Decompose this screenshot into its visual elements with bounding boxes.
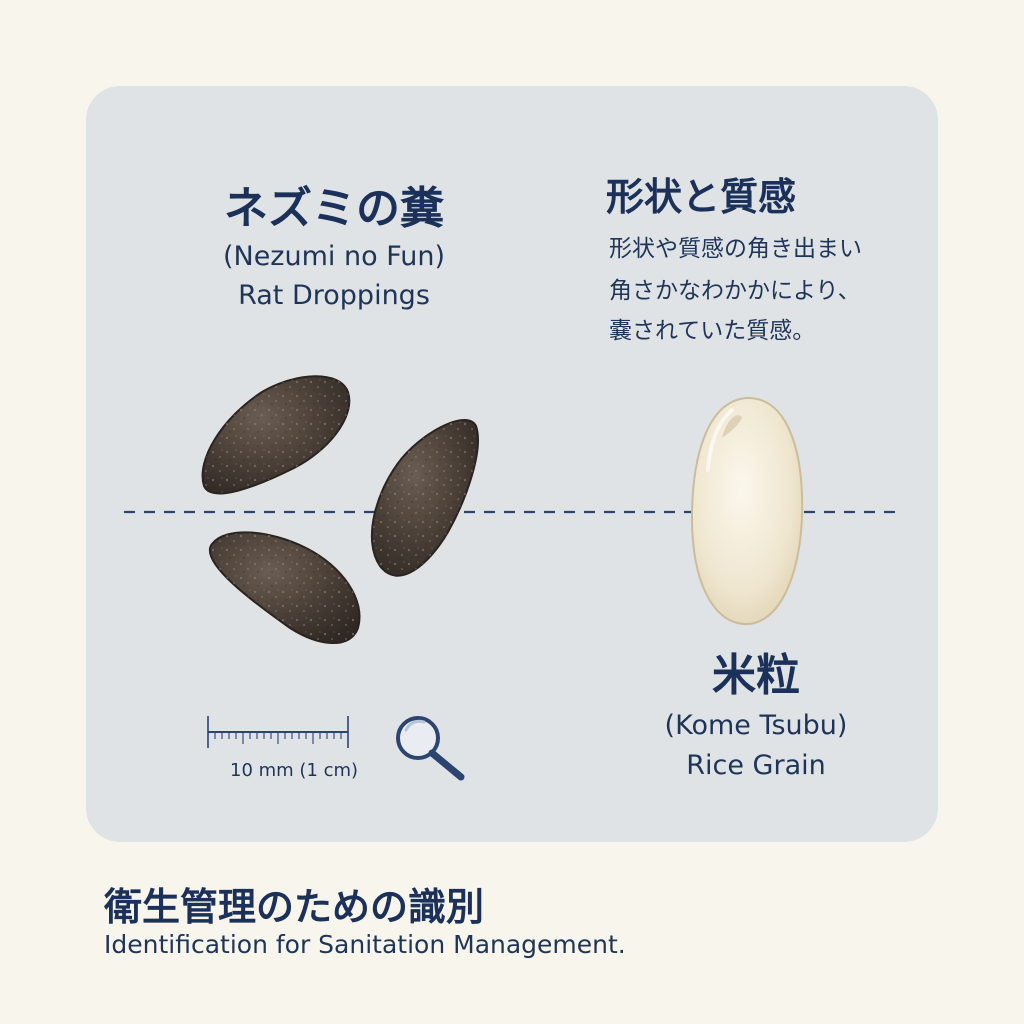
footer-title-english: Identification for Sanitation Management… — [104, 930, 626, 959]
shape-texture-description-line: 角さかなわかかにより、 — [609, 278, 861, 304]
rat-droppings-english: Rat Droppings — [238, 280, 430, 311]
rat-dropping-3 — [208, 531, 361, 644]
shape-texture-description-line: 形状や質感の角き出まい — [609, 236, 862, 262]
rat-droppings-title-jp: ネズミの糞 — [224, 183, 444, 234]
rice-grain-title-jp: 米粒 — [712, 650, 800, 701]
rice-grain-romaji: (Kome Tsubu) — [664, 710, 848, 741]
footer-title-jp: 衛生管理のための識別 — [104, 885, 485, 929]
rat-dropping-2 — [370, 419, 479, 577]
rice-grain-illustration — [690, 396, 804, 626]
rat-droppings-romaji: (Nezumi no Fun) — [222, 241, 446, 272]
rat-dropping-1 — [201, 375, 351, 495]
shape-texture-description-line: 嚢されていた質感。 — [609, 318, 816, 344]
scale-label: 10 mm (1 cm) — [230, 760, 359, 781]
shape-texture-title: 形状と質感 — [606, 175, 797, 219]
magnifying-glass-icon — [396, 716, 465, 781]
rice-grain-english: Rice Grain — [686, 750, 826, 781]
